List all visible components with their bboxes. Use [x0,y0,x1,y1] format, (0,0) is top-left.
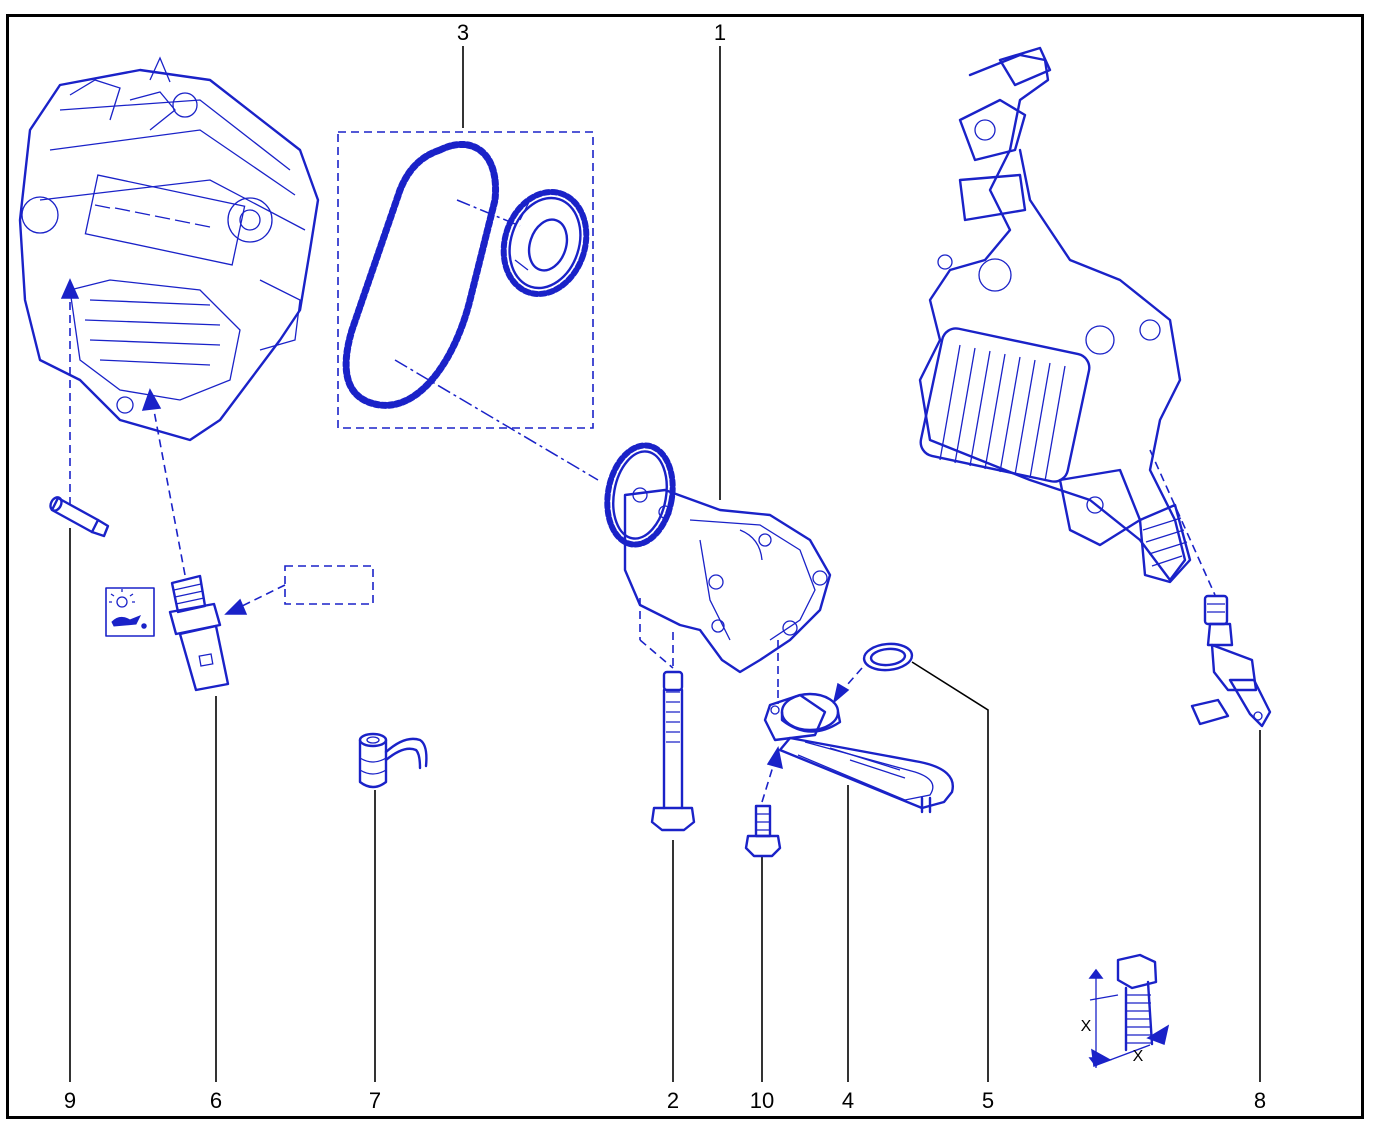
torque-x-label-vertical: X [1080,1018,1092,1035]
callout-4: 4 [841,1088,855,1113]
callout-10: 10 [749,1088,775,1113]
diagram-frame [6,14,1364,1119]
part-8-solenoid-valve [1190,594,1272,728]
part-4-oil-strainer [763,667,955,814]
callout-5: 5 [981,1088,995,1113]
callout-1: 1 [713,20,727,45]
callout-2: 2 [666,1088,680,1113]
engine-arrows [60,278,186,576]
callout-6: 6 [209,1088,223,1113]
callout-3: 3 [456,20,470,45]
callout-8: 8 [1253,1088,1267,1113]
callout-7: 7 [368,1088,382,1113]
part-5-o-ring [862,642,914,672]
leader-lines [69,46,1261,1082]
timing-sprocket [500,189,590,297]
torque-x-label-diagonal: X [1132,1048,1144,1065]
torque-tightening-symbol [1088,953,1170,1068]
part-7-tube-fitting [358,732,428,789]
oil-cooler-module [918,46,1216,596]
engine-assembly [18,56,320,442]
oil-pressure-warning-icon [105,587,155,637]
callout-9: 9 [63,1088,77,1113]
part-2-bolt [650,670,696,832]
part-3-chain-and-sprocket [337,131,599,481]
part-6-oil-pressure-sensor [168,565,374,692]
part-1-oil-pump [604,442,832,690]
part-9-plug [49,496,110,538]
part-10-small-bolt [744,746,783,858]
